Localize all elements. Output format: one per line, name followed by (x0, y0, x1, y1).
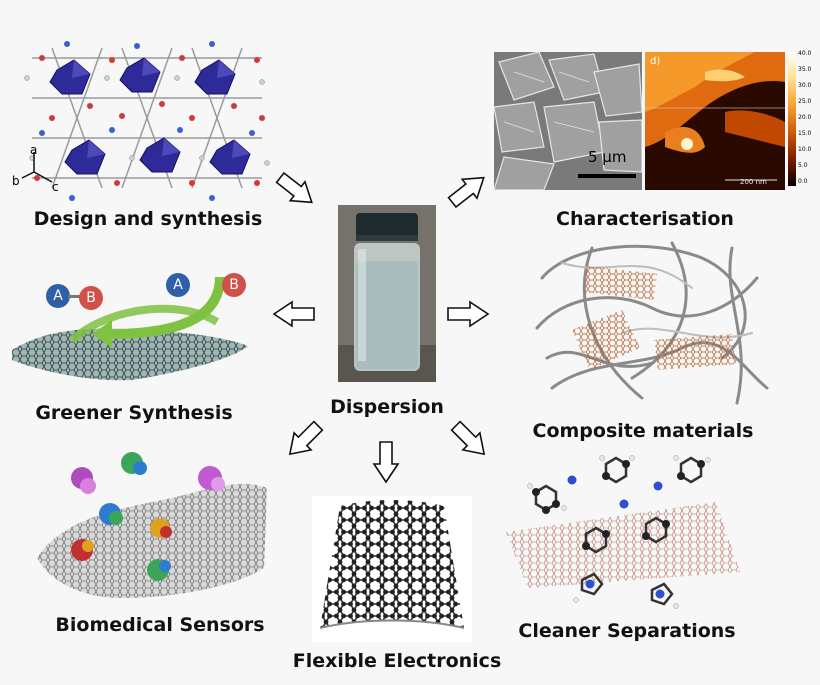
arrow-dispersion-to-composite (446, 300, 490, 328)
afm-colorbar-ticks: 40.0 35.0 30.0 25.0 20.0 15.0 10.0 5.0 0… (798, 50, 820, 190)
node-biomedical-label: Biomedical Sensors (55, 614, 265, 636)
colorbar-tick: 30.0 (798, 82, 812, 89)
axis-c-label: c (52, 180, 59, 194)
mof-crystal-structure (12, 38, 274, 206)
crystal-axis-indicator (12, 140, 62, 190)
afm-image (645, 52, 785, 190)
arrow-dispersion-to-flexible (372, 440, 400, 484)
colorbar-tick: 35.0 (798, 66, 812, 73)
colorbar-tick: 25.0 (798, 98, 812, 105)
reactant-atom-b: B (79, 286, 103, 310)
product-b-label: B (229, 277, 239, 293)
arrow-dispersion-to-biomedical (279, 415, 330, 466)
axis-b-label: b (12, 174, 20, 188)
sem-scale-label: 5 µm (588, 148, 627, 166)
arrow-design-to-dispersion (270, 165, 322, 214)
axis-a-label: a (30, 143, 38, 157)
node-greener-label: Greener Synthesis (35, 402, 233, 424)
node-design-label: Design and synthesis (33, 208, 263, 230)
colorbar-tick: 15.0 (798, 130, 812, 137)
biomedical-sensor-illustration (32, 448, 272, 606)
node-separations-label: Cleaner Separations (518, 620, 736, 642)
afm-panel-letter: d) (650, 56, 661, 67)
reactant-b-label: B (86, 290, 96, 306)
node-flexible-label: Flexible Electronics (292, 650, 502, 672)
reaction-arrow (70, 272, 240, 352)
product-a-label: A (173, 277, 183, 293)
flexible-graphene-sheet (312, 496, 472, 642)
colorbar-tick: 10.0 (798, 146, 812, 153)
colorbar-tick: 5.0 (798, 162, 808, 169)
afm-colorbar (788, 52, 796, 186)
arrow-dispersion-to-separations (445, 415, 496, 466)
colorbar-tick: 20.0 (798, 114, 812, 121)
arrow-dispersion-to-characterisation (442, 165, 494, 214)
bond-line (68, 295, 80, 298)
dispersion-vial-photo (338, 205, 436, 382)
sem-micrograph (494, 52, 642, 190)
colorbar-tick: 40.0 (798, 50, 812, 57)
product-atom-a: A (166, 273, 190, 297)
reactant-a-label: A (53, 288, 63, 304)
afm-scale-label: 200 nm (740, 178, 767, 186)
reactant-atom-a: A (46, 284, 70, 308)
colorbar-tick: 0.0 (798, 178, 808, 185)
node-composite-label: Composite materials (532, 420, 754, 442)
node-center-label: Dispersion (330, 396, 444, 418)
product-atom-b: B (222, 273, 246, 297)
cleaner-separations-illustration (506, 444, 740, 612)
arrow-dispersion-to-greener (272, 300, 316, 328)
composite-materials-illustration (532, 238, 770, 412)
node-characterisation-label: Characterisation (556, 208, 734, 230)
